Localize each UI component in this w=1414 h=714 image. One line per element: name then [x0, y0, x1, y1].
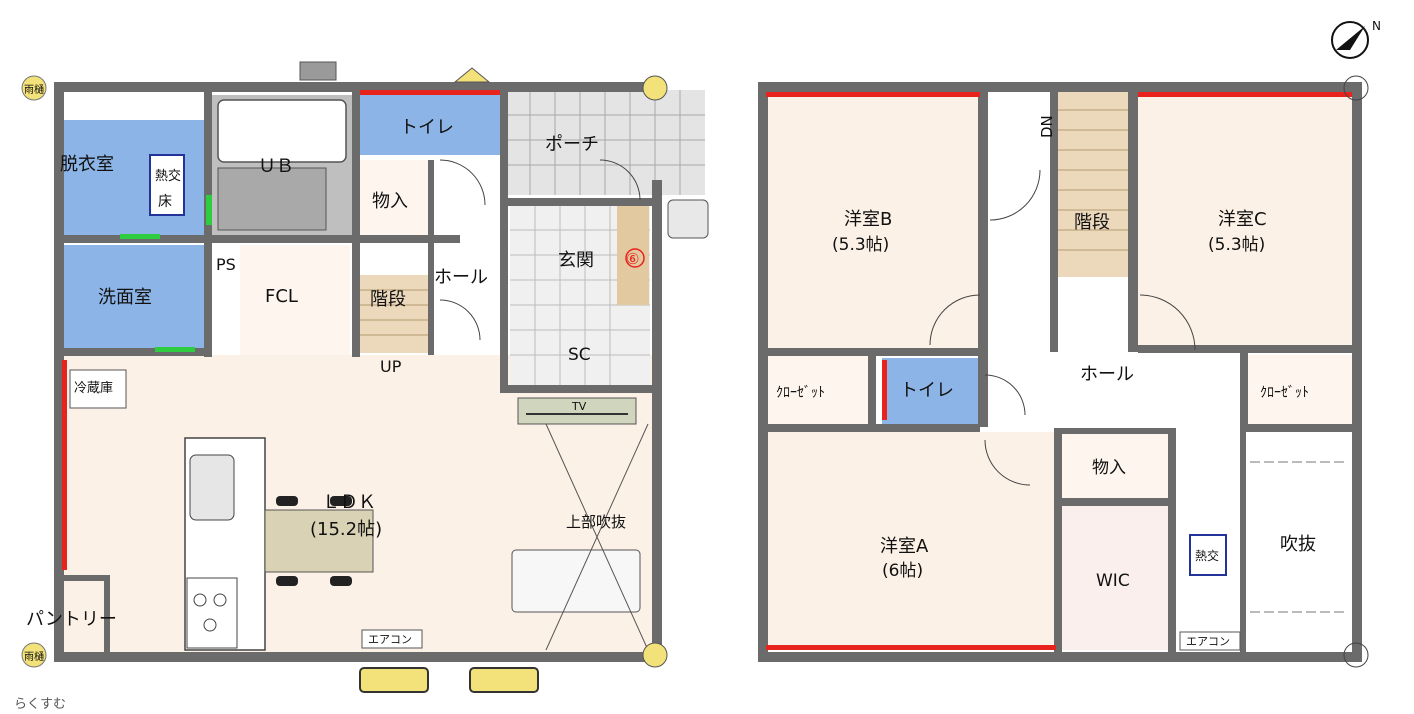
label-fcl: FCL	[265, 286, 298, 307]
label-stairs1: 階段	[370, 289, 406, 310]
fcl-floor	[240, 245, 350, 355]
floor2-labels: 洋室B (5.3帖) DN 階段 洋室C (5.3帖) ｸﾛｰｾﾞｯﾄ トイレ …	[776, 115, 1316, 648]
label-up: UP	[380, 357, 402, 376]
label-aircon2: エアコン	[1186, 635, 1230, 648]
stairs1-floor	[360, 275, 428, 353]
entry-marker	[453, 67, 491, 83]
pillar	[642, 75, 668, 101]
label-sc: SC	[568, 345, 591, 365]
vent	[299, 61, 337, 81]
label-western-b-size: (5.3帖)	[832, 235, 889, 255]
burner	[213, 593, 227, 607]
label-genkan: 玄関	[558, 250, 594, 271]
stairs2-floor	[1058, 92, 1128, 277]
label-tv: TV	[571, 400, 587, 413]
pillar	[1343, 75, 1369, 101]
heat-exchanger	[149, 154, 185, 216]
label-amadoi-bottom: 雨樋	[24, 650, 44, 663]
label-netsu1: 熱交	[155, 168, 181, 184]
label-western-b: 洋室B	[844, 209, 892, 230]
label-ps: PS	[216, 255, 236, 274]
hall-floor	[430, 160, 502, 355]
label-ub: ＵＢ	[258, 156, 294, 177]
label-datsuishitsu: 脱衣室	[60, 154, 114, 175]
label-ldk: ＬＤＫ	[322, 492, 376, 513]
ub-tub	[217, 99, 347, 163]
aircon-tag-2	[1179, 631, 1241, 651]
closet-right-floor	[1248, 355, 1352, 427]
label-senmen: 洗面室	[98, 287, 152, 308]
dining-table	[264, 509, 374, 573]
burner	[193, 593, 207, 607]
sofa	[511, 549, 641, 613]
heat-exchanger-2	[1189, 534, 1227, 576]
toilet1-floor	[360, 95, 500, 155]
faucet	[667, 199, 709, 239]
compass-label: N	[1372, 19, 1381, 33]
ac-unit	[469, 667, 539, 693]
label-western-c: 洋室C	[1218, 209, 1267, 230]
label-reizouko: 冷蔵庫	[74, 381, 113, 396]
western-a-floor	[766, 432, 1056, 650]
label-amadoi-top: 雨樋	[24, 83, 44, 96]
ub-wash	[217, 167, 327, 231]
compass-icon: N	[1331, 19, 1381, 59]
label-dn: DN	[1038, 115, 1056, 138]
tv-board	[517, 397, 637, 425]
label-toilet1: トイレ	[400, 117, 454, 138]
pillar	[1343, 642, 1369, 668]
label-stairs2: 階段	[1074, 212, 1110, 233]
closet-left-floor	[766, 355, 868, 427]
stairs1-treads	[360, 289, 428, 336]
senmen-floor	[62, 245, 208, 350]
pillar	[642, 642, 668, 668]
floor1-labels: 脱衣室 ＵＢ トイレ ポーチ 物入 PS FCL 階段 ホール 玄関 ⑥ 洗面室…	[24, 83, 639, 663]
label-monoire1: 物入	[372, 191, 408, 212]
label-wic: WIC	[1096, 571, 1130, 591]
sink	[189, 454, 235, 521]
label-fukinuke: 吹抜	[1280, 534, 1316, 555]
label-toilet2: トイレ	[900, 380, 954, 401]
dining-chairs	[276, 496, 352, 586]
label-ldk-size: (15.2帖)	[310, 519, 382, 540]
porch-tile-grid	[505, 90, 705, 195]
label-closet-left: ｸﾛｰｾﾞｯﾄ	[776, 385, 825, 401]
label-western-c-size: (5.3帖)	[1208, 235, 1265, 255]
label-porch: ポーチ	[545, 134, 599, 155]
label-pantry: パントリー	[26, 609, 117, 630]
aircon-tag	[361, 629, 423, 649]
floor2-walls	[758, 82, 1362, 662]
datsuishitsu-floor	[62, 120, 208, 235]
western-b-floor	[766, 92, 980, 350]
ac-unit	[359, 667, 429, 693]
label-six: ⑥	[626, 250, 639, 268]
floor1-plan	[21, 61, 709, 693]
label-aircon1: エアコン	[368, 633, 412, 646]
toilet2-floor	[882, 358, 978, 424]
stairs2-treads	[1058, 109, 1128, 251]
label-yuka: 床	[158, 194, 172, 210]
burner	[203, 618, 217, 632]
label-hall1: ホール	[434, 267, 488, 288]
watermark-label: らくすむ	[14, 697, 66, 712]
label-monoire2: 物入	[1092, 458, 1126, 478]
monoire2-floor	[1062, 432, 1168, 500]
monoire1-floor	[358, 160, 428, 235]
label-netsu2: 熱交	[1195, 548, 1219, 563]
cooktop	[186, 577, 238, 649]
wic-floor	[1062, 505, 1168, 650]
label-western-a: 洋室A	[880, 536, 929, 557]
fridge	[69, 369, 127, 409]
label-closet-right: ｸﾛｰｾﾞｯﾄ	[1260, 385, 1309, 401]
floor2-plan: N	[758, 19, 1381, 668]
label-hall2: ホール	[1080, 364, 1134, 385]
label-western-a-size: (6帖)	[882, 561, 923, 581]
label-fukinuke-above: 上部吹抜	[566, 513, 626, 531]
